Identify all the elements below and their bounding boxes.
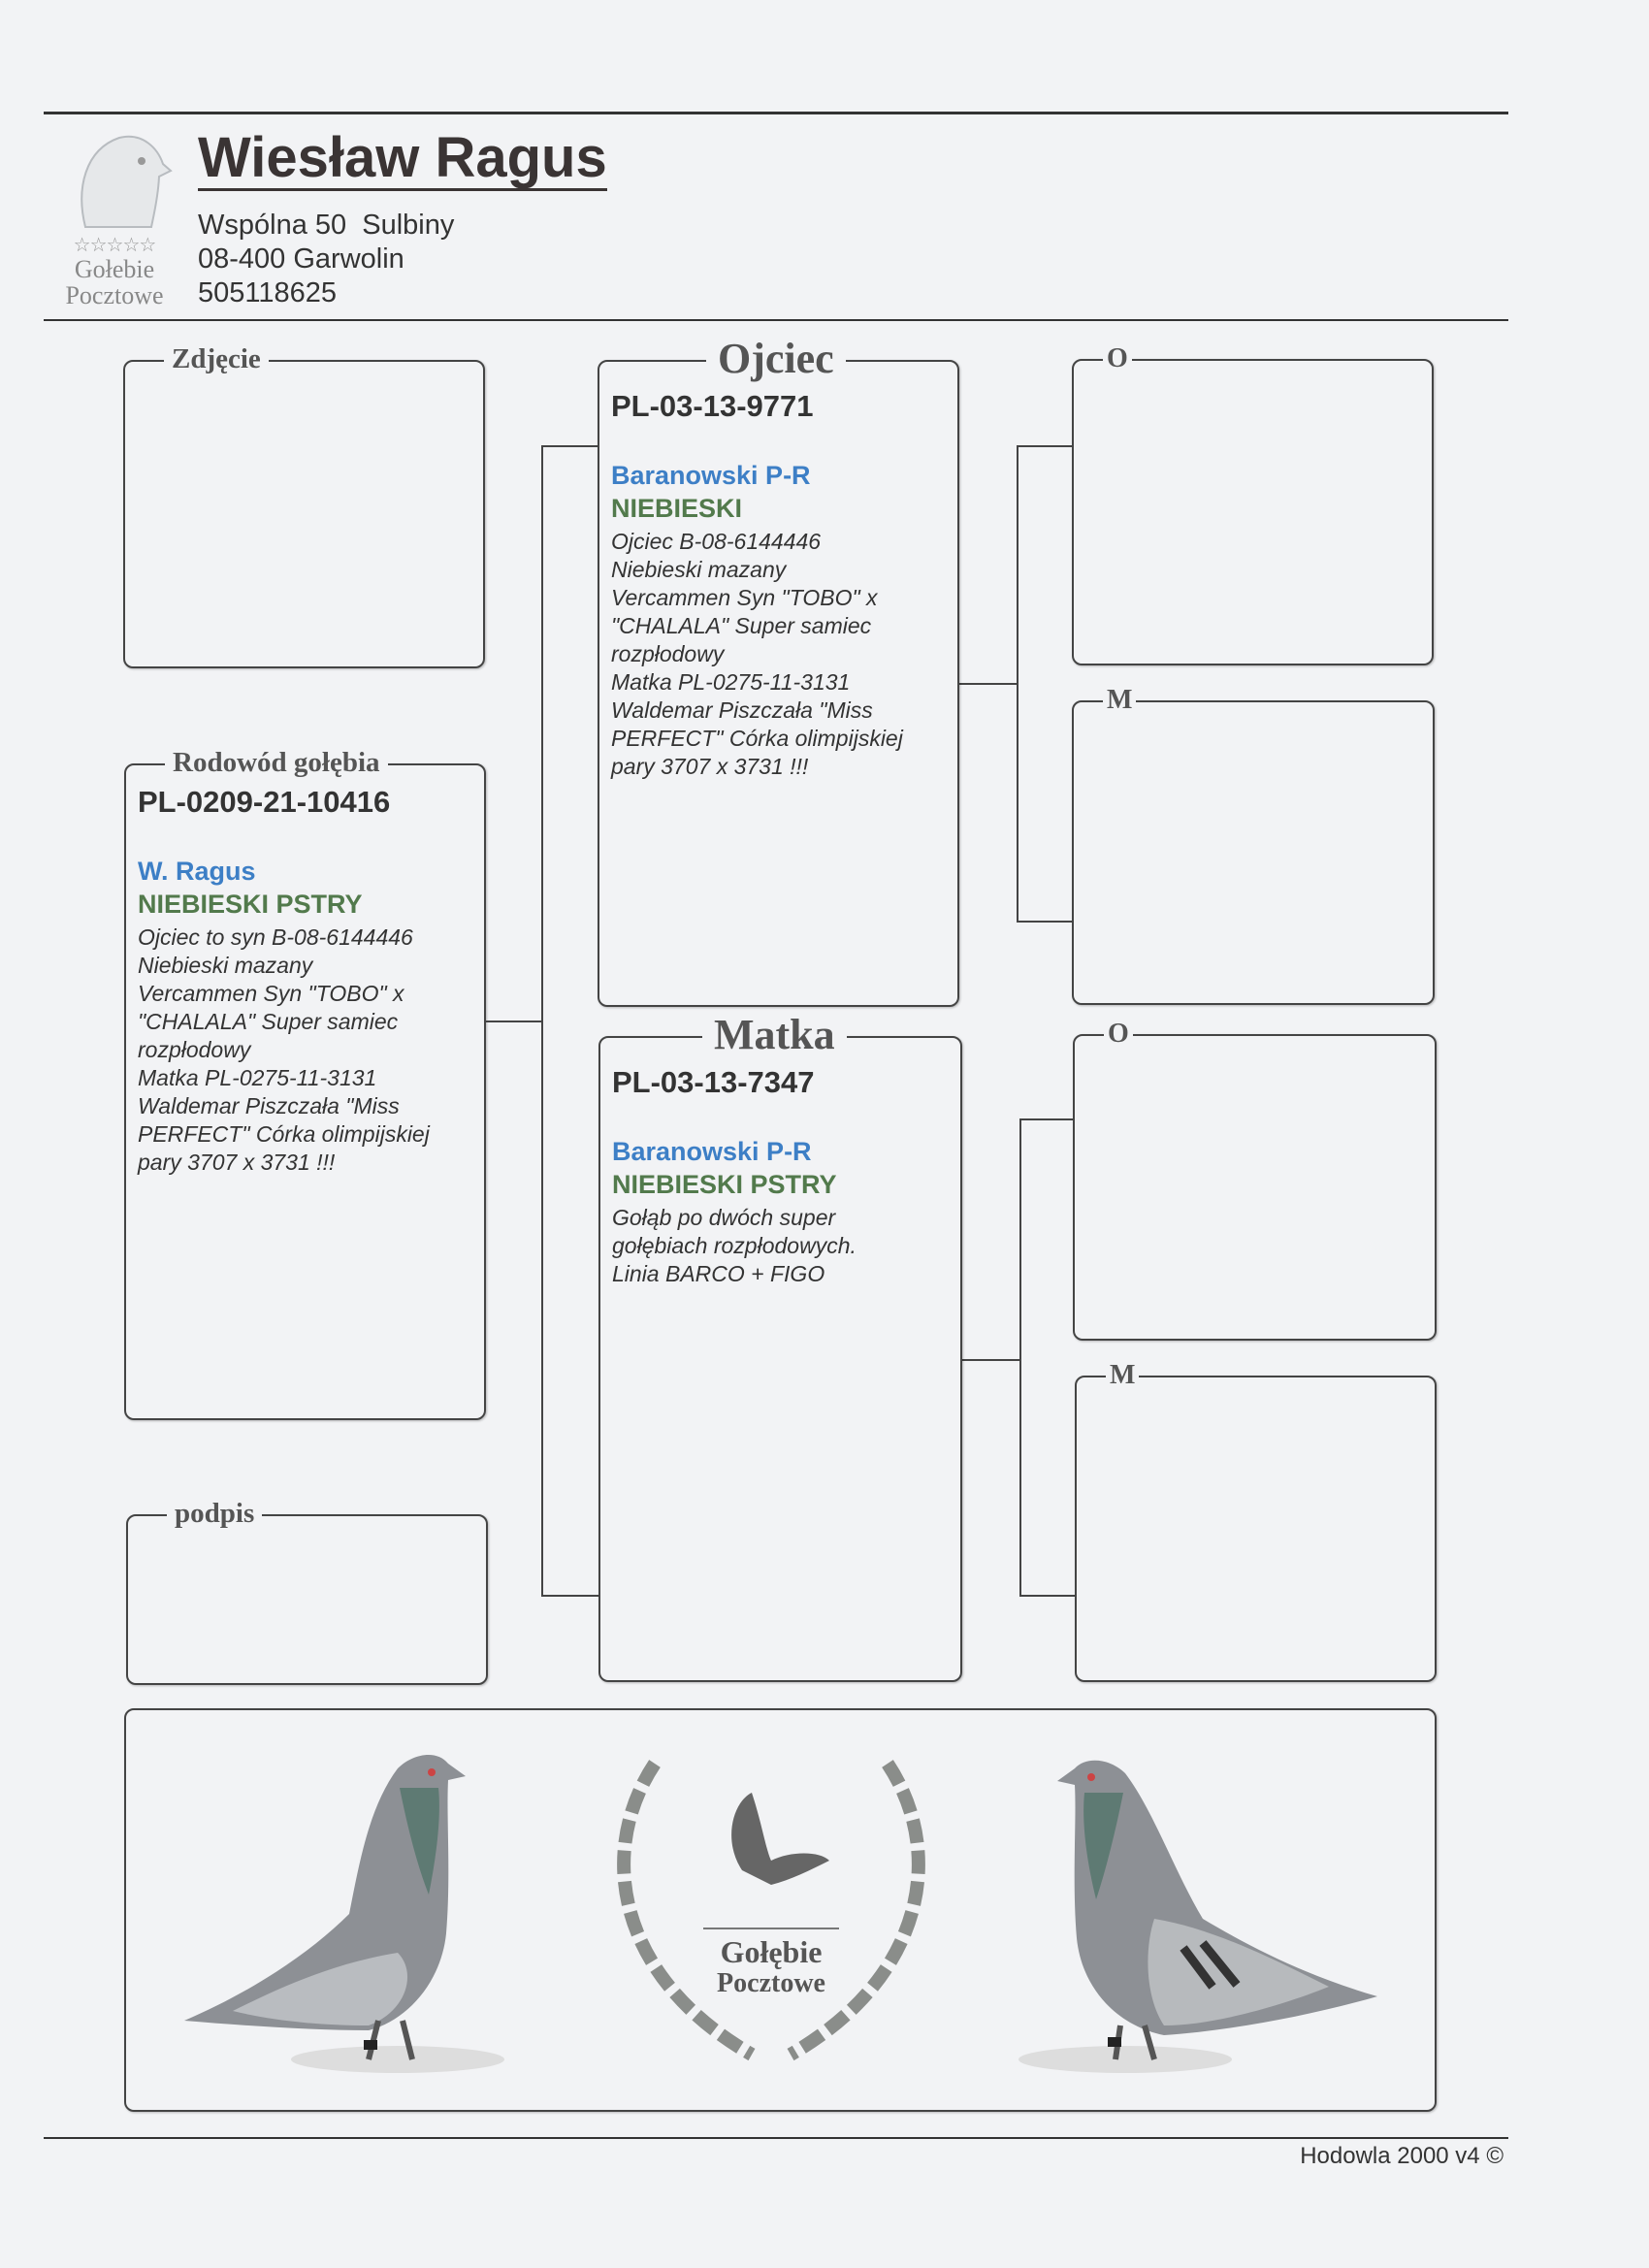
father-box: Ojciec PL-03-13-9771 Baranowski P-R NIEB…	[598, 335, 959, 1007]
emblem-text-2: Pocztowe	[717, 1968, 825, 1998]
desc-line: Matka PL-0275-11-3131	[611, 669, 851, 695]
signature-box-label: podpis	[167, 1498, 263, 1530]
mother-color: NIEBIESKI PSTRY	[612, 1170, 837, 1199]
desc-line: pary 3707 x 3731 !!!	[611, 754, 809, 779]
address-line-1: Wspólna 50 Sulbiny	[198, 210, 455, 241]
desc-line: Matka PL-0275-11-3131	[138, 1065, 377, 1090]
desc-line: Vercammen Syn "TOBO" x	[138, 981, 404, 1006]
desc-line: "CHALALA" Super samiec	[138, 1009, 399, 1034]
desc-line: gołębiach rozpłodowych.	[612, 1233, 857, 1258]
desc-line: "CHALALA" Super samiec	[611, 613, 872, 638]
connector	[962, 1359, 1020, 1361]
mother-breeder: Baranowski P-R	[612, 1137, 812, 1166]
grandfather-paternal-box: O	[1072, 343, 1434, 665]
desc-line: Waldemar Piszczała "Miss	[138, 1093, 400, 1118]
owner-name: Wiesław Ragus	[198, 126, 607, 191]
subject-description: Ojciec to syn B-08-6144446 Niebieski maz…	[138, 923, 476, 1177]
mother-box: Matka PL-03-13-7347 Baranowski P-R NIEBI…	[598, 1011, 962, 1682]
desc-line: Waldemar Piszczała "Miss	[611, 697, 873, 723]
desc-line: Ojciec to syn B-08-6144446	[138, 924, 413, 950]
photo-box: Zdjęcie	[123, 343, 485, 668]
father-breeder: Baranowski P-R	[611, 461, 811, 490]
desc-line: pary 3707 x 3731 !!!	[138, 1150, 336, 1175]
pigeon-right-image	[1018, 1760, 1377, 2073]
connector	[1017, 445, 1018, 923]
desc-line: PERFECT" Córka olimpijskiej	[138, 1121, 430, 1147]
subject-box: Rodowód gołębia PL-0209-21-10416 W. Ragu…	[124, 747, 486, 1420]
father-ring: PL-03-13-9771	[611, 389, 814, 423]
connector	[1017, 445, 1072, 447]
desc-line: rozpłodowy	[611, 641, 725, 666]
grandmother-paternal-box: M	[1072, 685, 1435, 1005]
connector	[541, 445, 543, 1597]
signature-box: podpis	[126, 1498, 488, 1685]
logo: ☆☆☆☆☆ Gołebie Pocztowe	[47, 130, 182, 314]
phone: 505118625	[198, 277, 338, 308]
address-line-2: 08-400 Garwolin	[198, 243, 404, 275]
connector	[541, 445, 598, 447]
logo-text-1: Gołebie	[74, 255, 155, 283]
desc-line: Ojciec B-08-6144446	[611, 529, 822, 554]
laurel-emblem: Gołębie Pocztowe	[617, 1760, 925, 2061]
mother-box-label: Matka	[702, 1011, 847, 1059]
grandparent-label: O	[1103, 343, 1132, 374]
subject-ring: PL-0209-21-10416	[138, 785, 391, 819]
grandparent-label: O	[1104, 1019, 1133, 1050]
connector	[1019, 1118, 1073, 1120]
logo-text-2: Pocztowe	[65, 281, 164, 309]
grandmother-maternal-box: M	[1075, 1360, 1437, 1682]
desc-line: Vercammen Syn "TOBO" x	[611, 585, 878, 610]
photo-box-label: Zdjęcie	[164, 343, 269, 375]
father-description: Ojciec B-08-6144446 Niebieski mazany Ver…	[611, 528, 950, 781]
stars-icon: ☆☆☆☆☆	[73, 235, 157, 256]
mother-description: Gołąb po dwóch super gołębiach rozpłodow…	[612, 1204, 953, 1288]
grandparent-label: M	[1106, 1360, 1140, 1391]
connector	[541, 1595, 598, 1597]
connector	[486, 1021, 542, 1022]
footer-text: Hodowla 2000 v4 ©	[1300, 2143, 1504, 2169]
grandparent-label: M	[1103, 685, 1137, 716]
pigeon-left-image	[184, 1754, 504, 2073]
desc-line: Gołąb po dwóch super	[612, 1205, 836, 1230]
connector	[959, 683, 1018, 685]
emblem-text-1: Gołębie	[721, 1934, 823, 1969]
subject-box-label: Rodowód gołębia	[165, 747, 388, 779]
connector	[1019, 1118, 1021, 1597]
desc-line: PERFECT" Córka olimpijskiej	[611, 726, 903, 751]
desc-line: Niebieski mazany	[611, 557, 787, 582]
pigeon-head-icon	[81, 135, 173, 228]
banner-box: Gołębie Pocztowe	[124, 1708, 1437, 2112]
subject-color: NIEBIESKI PSTRY	[138, 890, 363, 919]
connector	[1017, 921, 1072, 923]
connector	[1019, 1595, 1075, 1597]
mother-ring: PL-03-13-7347	[612, 1065, 815, 1099]
father-box-label: Ojciec	[706, 335, 846, 383]
father-color: NIEBIESKI	[611, 494, 743, 523]
desc-line: rozpłodowy	[138, 1037, 251, 1062]
desc-line: Linia BARCO + FIGO	[612, 1261, 825, 1286]
header-bottom-rule	[44, 319, 1508, 321]
top-rule	[44, 112, 1508, 114]
desc-line: Niebieski mazany	[138, 953, 313, 978]
grandfather-maternal-box: O	[1073, 1019, 1437, 1341]
subject-breeder: W. Ragus	[138, 857, 256, 886]
footer-rule	[44, 2137, 1508, 2139]
